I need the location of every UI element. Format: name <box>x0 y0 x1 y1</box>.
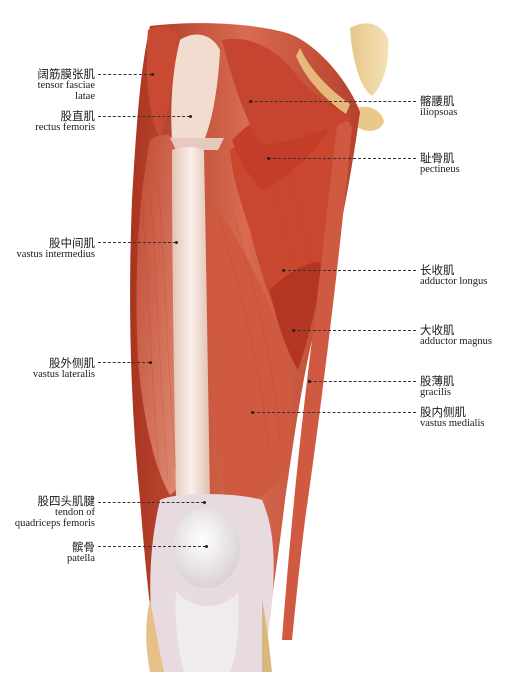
pin-adductor-longus <box>282 269 285 272</box>
leader-iliopsoas <box>250 101 416 102</box>
label-gracilis: 股薄肌 gracilis <box>420 374 455 399</box>
leader-gracilis <box>309 381 416 382</box>
pin-gracilis <box>308 380 311 383</box>
label-quadriceps-tendon: 股四头肌腱 tendon of quadriceps femoris <box>14 494 95 530</box>
pin-tensor-fasciae-latae <box>151 73 154 76</box>
pin-patella <box>205 545 208 548</box>
femur-head <box>356 106 384 131</box>
adductor-magnus-shape <box>270 261 325 370</box>
label-adductor-magnus: 大收肌 adductor magnus <box>420 323 493 348</box>
gracilis-shape <box>282 119 352 641</box>
leader-adductor-longus <box>283 270 416 271</box>
vastus-medialis-shape <box>209 200 292 505</box>
pin-adductor-magnus <box>292 329 295 332</box>
leader-vastus-medialis <box>252 412 416 413</box>
label-adductor-longus: 长收肌 adductor longus <box>420 263 488 288</box>
label-patella: 髌骨 patella <box>67 540 95 565</box>
label-vastus-intermedius: 股中间肌 vastus intermedius <box>16 236 95 261</box>
pin-rectus-femoris <box>189 115 192 118</box>
pin-vastus-lateralis <box>149 361 152 364</box>
label-pectineus: 耻骨肌 pectineus <box>420 151 460 176</box>
label-vastus-medialis: 股内侧肌 vastus medialis <box>420 405 485 430</box>
label-iliopsoas: 髂腰肌 iliopsoas <box>420 94 458 119</box>
pin-iliopsoas <box>249 100 252 103</box>
leader-adductor-magnus <box>293 330 416 331</box>
pin-vastus-medialis <box>251 411 254 414</box>
leader-vastus-lateralis <box>98 362 150 363</box>
leader-tensor-fasciae-latae <box>98 74 152 75</box>
leader-patella <box>98 546 206 547</box>
pin-quadriceps-tendon <box>203 501 206 504</box>
iliopsoas-shape <box>222 38 352 146</box>
pin-vastus-intermedius <box>175 241 178 244</box>
leader-rectus-femoris <box>98 116 190 117</box>
quadriceps-tendon-shape <box>172 147 210 500</box>
label-rectus-femoris: 股直肌 rectus femoris <box>35 109 95 134</box>
leader-quadriceps-tendon <box>98 502 204 503</box>
leader-pectineus <box>268 158 416 159</box>
hip-bone <box>350 23 389 97</box>
label-tensor-fasciae-latae: 阔筋膜张肌 tensor fasciae latae <box>37 67 96 103</box>
rectus-femoris-shape <box>171 34 220 138</box>
patella-shape <box>172 508 240 588</box>
tensor-fasciae-latae-shape <box>146 26 178 138</box>
leader-vastus-intermedius <box>98 242 176 243</box>
pin-pectineus <box>267 157 270 160</box>
label-vastus-lateralis: 股外侧肌 vastus lateralis <box>32 356 95 381</box>
